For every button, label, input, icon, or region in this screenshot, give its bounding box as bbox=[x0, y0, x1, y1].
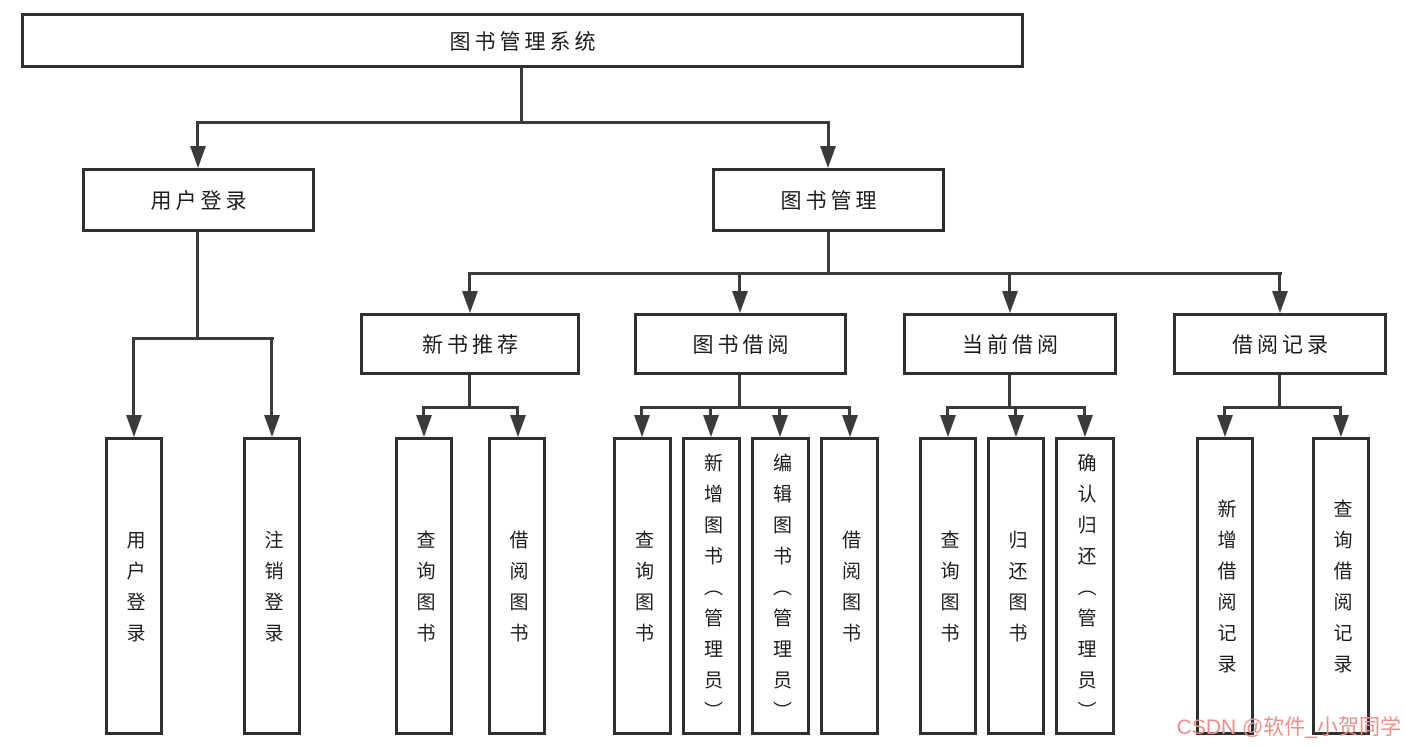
node-module-new-book-recommend: 新书推荐 bbox=[360, 313, 580, 375]
arrowhead-down-icon bbox=[634, 415, 650, 437]
arrowhead-down-icon bbox=[126, 415, 142, 437]
node-leaf-user-login: 用户登录 bbox=[105, 437, 163, 735]
connector-line bbox=[827, 121, 830, 146]
arrowhead-down-icon bbox=[1002, 291, 1018, 313]
node-leaf-confirm-return-admin: 确认归还（管理员） bbox=[1055, 437, 1115, 735]
node-label: 查询图书 bbox=[413, 530, 435, 654]
connector-line bbox=[468, 375, 471, 406]
connector-line bbox=[1083, 406, 1086, 415]
arrowhead-down-icon bbox=[264, 415, 280, 437]
csdn-watermark: CSDN @软件_小贺同学 bbox=[1176, 716, 1401, 739]
node-label: 借阅记录 bbox=[1232, 334, 1332, 357]
connector-line bbox=[1008, 272, 1011, 293]
connector-line bbox=[468, 272, 1282, 275]
connector-line bbox=[270, 337, 273, 415]
arrowhead-down-icon bbox=[842, 415, 858, 437]
node-label: 确认归还（管理员） bbox=[1074, 452, 1096, 732]
node-label: 图书管理系统 bbox=[449, 30, 600, 54]
node-leaf-borrow-books-recommend: 借阅图书 bbox=[488, 437, 546, 735]
connector-line bbox=[738, 272, 741, 293]
node-root-system: 图书管理系统 bbox=[21, 13, 1024, 68]
arrowhead-down-icon bbox=[703, 415, 719, 437]
node-module-book-borrow: 图书借阅 bbox=[634, 313, 847, 375]
node-branch-user-login: 用户登录 bbox=[82, 168, 315, 232]
connector-line bbox=[132, 337, 135, 415]
node-leaf-add-books-admin: 新增图书（管理员） bbox=[682, 437, 741, 735]
arrowhead-down-icon bbox=[940, 415, 956, 437]
connector-line bbox=[848, 406, 851, 415]
node-label: 用户登录 bbox=[123, 530, 145, 654]
arrowhead-down-icon bbox=[1008, 415, 1024, 437]
node-module-borrow-records: 借阅记录 bbox=[1173, 313, 1387, 375]
connector-line bbox=[778, 406, 781, 415]
node-label: 新增借阅记录 bbox=[1214, 499, 1236, 685]
connector-line bbox=[422, 406, 519, 409]
node-leaf-query-borrow-record: 查询借阅记录 bbox=[1312, 437, 1370, 735]
arrowhead-down-icon bbox=[1217, 415, 1233, 437]
connector-line bbox=[422, 406, 425, 415]
arrowhead-down-icon bbox=[732, 291, 748, 313]
connector-line bbox=[196, 121, 830, 124]
node-label: 图书借阅 bbox=[692, 334, 793, 357]
node-label: 新增图书（管理员） bbox=[701, 452, 722, 732]
arrowhead-down-icon bbox=[510, 415, 526, 437]
arrowhead-down-icon bbox=[416, 415, 432, 437]
node-label: 查询图书 bbox=[632, 530, 653, 654]
connector-line bbox=[1278, 272, 1281, 293]
connector-line bbox=[709, 406, 712, 415]
connector-line bbox=[468, 272, 471, 293]
connector-line bbox=[132, 337, 274, 340]
connector-line bbox=[196, 121, 199, 146]
connector-line bbox=[1278, 375, 1281, 406]
connector-line bbox=[827, 232, 830, 272]
node-label: 新书推荐 bbox=[422, 334, 522, 357]
node-label: 借阅图书 bbox=[506, 530, 528, 654]
arrowhead-down-icon bbox=[1272, 291, 1288, 313]
connector-line bbox=[1223, 406, 1342, 409]
connector-line bbox=[516, 406, 519, 415]
node-leaf-add-borrow-record: 新增借阅记录 bbox=[1196, 437, 1254, 735]
node-label: 查询图书 bbox=[937, 530, 959, 654]
node-leaf-query-books-current: 查询图书 bbox=[919, 437, 977, 735]
node-label: 编辑图书（管理员） bbox=[770, 452, 791, 732]
node-leaf-return-books: 归还图书 bbox=[987, 437, 1045, 735]
node-label: 注销登录 bbox=[261, 530, 283, 654]
connector-line bbox=[1223, 406, 1226, 415]
node-label: 查询借阅记录 bbox=[1330, 499, 1352, 685]
node-label: 用户登录 bbox=[150, 190, 251, 213]
node-leaf-logout: 注销登录 bbox=[243, 437, 301, 735]
arrowhead-down-icon bbox=[1333, 415, 1349, 437]
connector-line bbox=[520, 68, 523, 121]
connector-line bbox=[1339, 406, 1342, 415]
node-label: 图书管理 bbox=[780, 190, 881, 213]
connector-line bbox=[196, 232, 199, 337]
node-label: 借阅图书 bbox=[839, 530, 860, 654]
connector-line bbox=[738, 375, 741, 406]
connector-line bbox=[640, 406, 643, 415]
node-leaf-query-books-borrow: 查询图书 bbox=[613, 437, 672, 735]
arrowhead-down-icon bbox=[190, 146, 206, 168]
connector-line bbox=[946, 406, 949, 415]
arrowhead-down-icon bbox=[820, 146, 836, 168]
arrowhead-down-icon bbox=[1077, 415, 1093, 437]
arrowhead-down-icon bbox=[462, 291, 478, 313]
node-label: 当前借阅 bbox=[962, 334, 1062, 357]
node-branch-book-management: 图书管理 bbox=[712, 168, 945, 232]
node-leaf-edit-books-admin: 编辑图书（管理员） bbox=[751, 437, 810, 735]
node-label: 归还图书 bbox=[1005, 530, 1027, 654]
node-leaf-query-books-recommend: 查询图书 bbox=[395, 437, 453, 735]
arrowhead-down-icon bbox=[772, 415, 788, 437]
connector-line bbox=[1014, 406, 1017, 415]
node-leaf-borrow-books: 借阅图书 bbox=[820, 437, 879, 735]
connector-line bbox=[1008, 375, 1011, 406]
node-module-current-borrow: 当前借阅 bbox=[903, 313, 1117, 375]
connector-line bbox=[640, 406, 851, 409]
